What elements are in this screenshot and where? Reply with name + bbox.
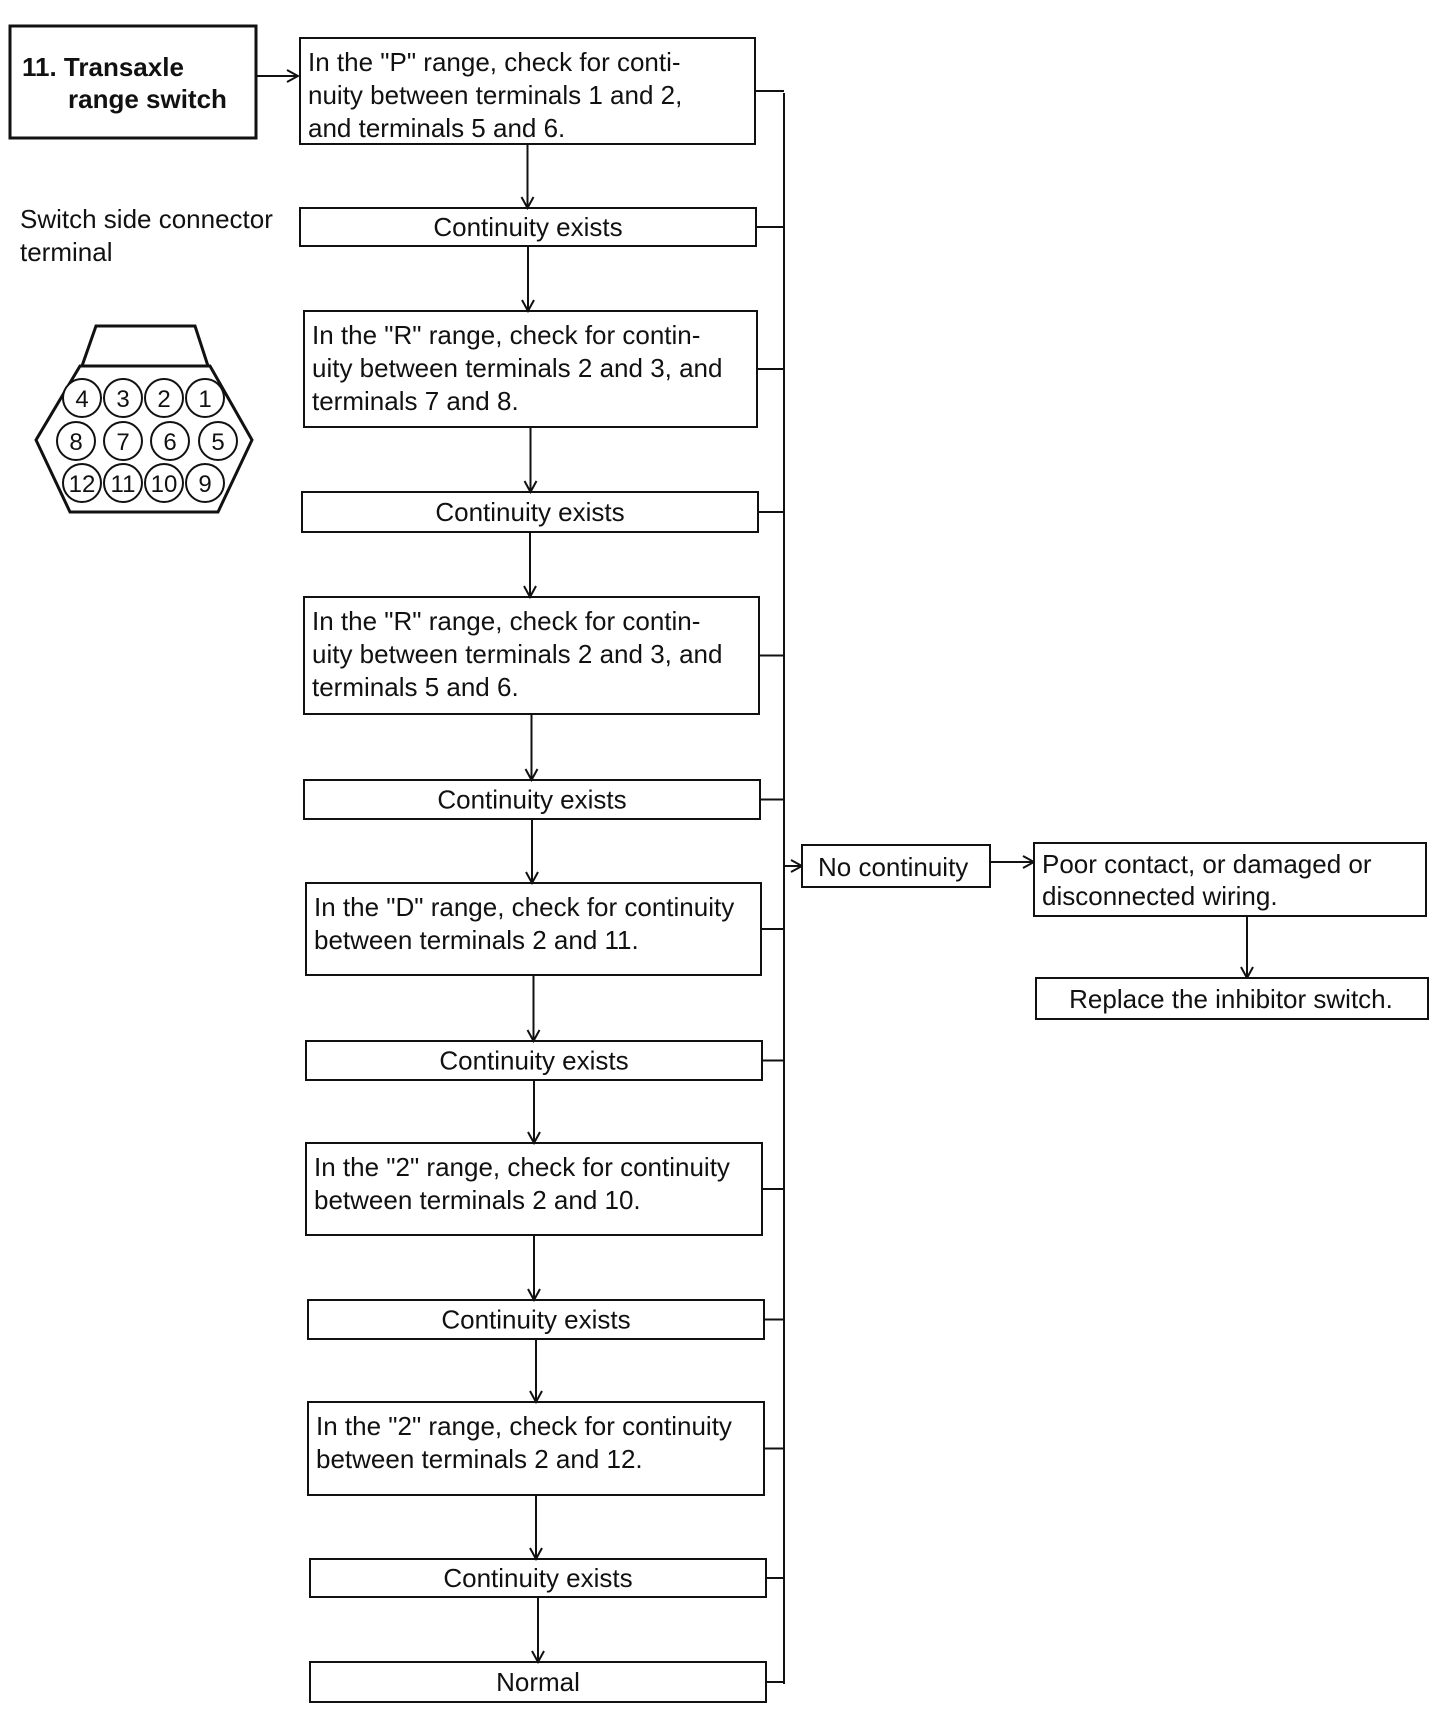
step-9-line-2: between terminals 2 and 10.	[314, 1185, 641, 1215]
step-1-line-1: In the "P" range, check for conti-	[308, 47, 681, 77]
action-box: Replace the inhibitor switch.	[1035, 977, 1429, 1020]
terminal-7: 7	[103, 421, 143, 461]
terminal-11: 11	[103, 463, 143, 503]
terminal-12: 12	[62, 463, 102, 503]
step-12-text: Continuity exists	[443, 1563, 632, 1593]
svg-text:2: 2	[157, 386, 170, 413]
terminal-1: 1	[185, 378, 225, 418]
step-11-line-1: In the "2" range, check for continuity	[316, 1411, 732, 1441]
step-box-3: In the "R" range, check for contin-uity …	[303, 310, 758, 428]
step-box-8: Continuity exists	[305, 1040, 763, 1081]
step-13-text: Normal	[496, 1667, 580, 1697]
terminal-10: 10	[144, 463, 184, 503]
step-1-line-3: and terminals 5 and 6.	[308, 113, 565, 143]
terminal-4: 4	[62, 378, 102, 418]
step-7-line-1: In the "D" range, check for continuity	[314, 892, 734, 922]
svg-text:7: 7	[116, 429, 129, 456]
terminal-2: 2	[144, 378, 184, 418]
fault-box: Poor contact, or damaged or disconnected…	[1033, 842, 1427, 917]
terminal-6: 6	[150, 421, 190, 461]
terminal-8: 8	[56, 421, 96, 461]
terminal-5: 5	[198, 421, 238, 461]
connector-label-line1: Switch side connector	[20, 204, 273, 234]
terminal-9: 9	[185, 463, 225, 503]
step-2-text: Continuity exists	[433, 212, 622, 242]
step-8-text: Continuity exists	[439, 1046, 628, 1076]
no-continuity-box: No continuity	[801, 844, 991, 888]
step-5-line-3: terminals 5 and 6.	[312, 672, 519, 702]
step-box-12: Continuity exists	[309, 1558, 767, 1598]
step-9-line-1: In the "2" range, check for continuity	[314, 1152, 730, 1182]
step-3-line-2: uity between terminals 2 and 3, and	[312, 353, 722, 383]
step-box-6: Continuity exists	[303, 779, 761, 820]
fault-line-2: disconnected wiring.	[1042, 881, 1278, 911]
svg-text:10: 10	[151, 471, 178, 498]
step-11-line-2: between terminals 2 and 12.	[316, 1444, 643, 1474]
title-box: 11. Transaxle range switch	[8, 24, 258, 140]
svg-text:12: 12	[69, 471, 96, 498]
svg-text:9: 9	[198, 471, 211, 498]
svg-text:6: 6	[163, 429, 176, 456]
step-5-line-2: uity between terminals 2 and 3, and	[312, 639, 722, 669]
step-10-text: Continuity exists	[441, 1305, 630, 1335]
step-6-text: Continuity exists	[437, 785, 626, 815]
step-box-13: Normal	[309, 1661, 767, 1703]
step-7-line-2: between terminals 2 and 11.	[314, 925, 639, 955]
step-5-line-1: In the "R" range, check for contin-	[312, 606, 700, 636]
fault-line-1: Poor contact, or damaged or	[1042, 849, 1372, 879]
action-label: Replace the inhibitor switch.	[1069, 984, 1393, 1014]
step-box-5: In the "R" range, check for contin-uity …	[303, 596, 760, 715]
svg-text:3: 3	[116, 386, 129, 413]
connector-label-line2: terminal	[20, 237, 112, 267]
step-box-1: In the "P" range, check for conti-nuity …	[299, 37, 756, 145]
svg-text:8: 8	[69, 429, 82, 456]
step-box-11: In the "2" range, check for continuitybe…	[307, 1401, 765, 1496]
step-box-9: In the "2" range, check for continuitybe…	[305, 1142, 763, 1236]
step-box-2: Continuity exists	[299, 207, 757, 247]
no-continuity-bus	[755, 90, 802, 1684]
terminal-3: 3	[103, 378, 143, 418]
flow-arrows	[528, 144, 539, 1662]
no-continuity-label: No continuity	[818, 852, 968, 882]
title-line2: range switch	[68, 84, 227, 114]
step-box-4: Continuity exists	[301, 491, 759, 533]
step-box-10: Continuity exists	[307, 1299, 765, 1340]
svg-text:5: 5	[211, 429, 224, 456]
svg-text:1: 1	[198, 386, 211, 413]
svg-text:11: 11	[111, 471, 136, 498]
step-box-7: In the "D" range, check for continuitybe…	[305, 882, 762, 976]
step-1-line-2: nuity between terminals 1 and 2,	[308, 80, 682, 110]
step-3-line-1: In the "R" range, check for contin-	[312, 320, 700, 350]
title-line1: 11. Transaxle	[22, 52, 184, 82]
connector-terminal-diagram: 4 3 2 1 8 7 6 5 12 11 10 9	[34, 324, 254, 514]
svg-text:4: 4	[75, 386, 88, 413]
step-3-line-3: terminals 7 and 8.	[312, 386, 519, 416]
step-4-text: Continuity exists	[435, 497, 624, 527]
